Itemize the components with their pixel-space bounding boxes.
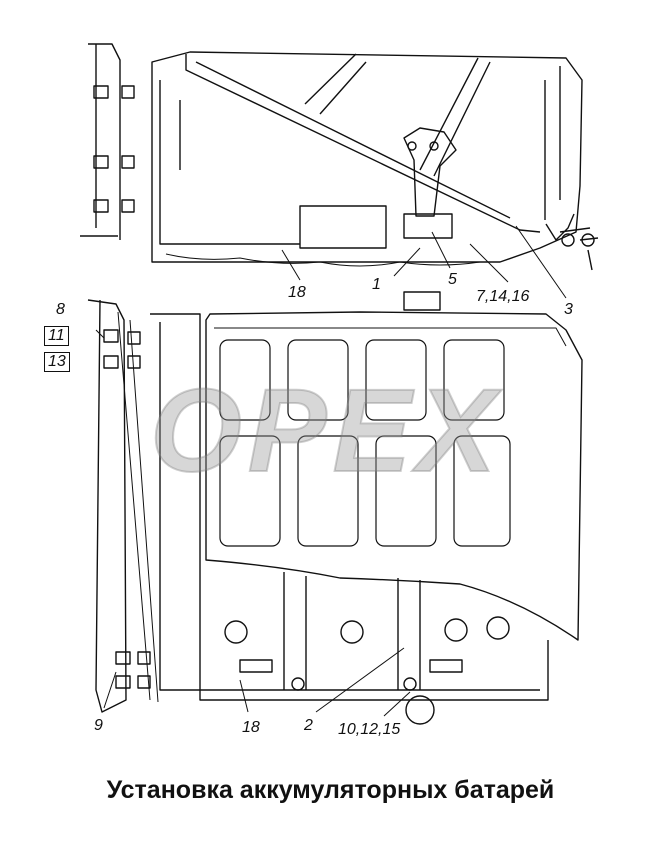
- callout-3: 3: [564, 301, 573, 318]
- callout-5: 5: [448, 271, 457, 288]
- battery-installation-drawing: [80, 43, 599, 725]
- callout-7-14-16: 7,14,16: [476, 288, 530, 305]
- callout-10-12-15: 10,12,15: [338, 721, 401, 738]
- figure-caption: Установка аккумуляторных батарей: [106, 776, 555, 804]
- callout-1: 1: [372, 276, 381, 293]
- plan-view: [87, 291, 583, 725]
- callout-18-top: 18: [288, 284, 306, 301]
- callout-9: 9: [94, 717, 103, 734]
- watermark-logo: OPEX: [149, 365, 502, 497]
- side-view: [80, 43, 599, 299]
- callout-13: 13: [44, 352, 70, 372]
- callout-11: 11: [44, 326, 69, 346]
- callout-8: 8: [56, 301, 65, 318]
- callout-2: 2: [304, 717, 313, 734]
- callout-18-bottom: 18: [242, 719, 260, 736]
